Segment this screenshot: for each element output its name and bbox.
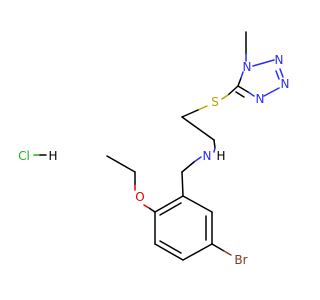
ethoxy-group xyxy=(106,155,156,213)
atom-amine-n: N xyxy=(203,149,212,163)
molecule-canvas: N N N N S N H O Br Cl H xyxy=(18,31,289,267)
bond-ring-br xyxy=(211,243,225,252)
benzene-ring xyxy=(154,195,213,261)
bond-ch2-n xyxy=(213,139,216,149)
atom-n4: N xyxy=(256,92,265,106)
bond-n2-n3-double xyxy=(275,70,280,80)
bond-ring-o xyxy=(148,207,156,213)
atom-labels: N N N N S N H O Br Cl H xyxy=(18,53,289,267)
bond-ring-br-br xyxy=(223,250,232,256)
atom-bromine: Br xyxy=(234,253,247,267)
bond-ring-o-o xyxy=(143,204,150,209)
molecule-structure: N N N N S N H O Br Cl H xyxy=(18,31,289,267)
bond-c5-s xyxy=(227,85,239,96)
atom-amine-h: H xyxy=(216,149,225,163)
bond-c5-n1-n xyxy=(240,71,244,79)
bond-s-ch2 xyxy=(181,109,199,118)
bond-n3-n4 xyxy=(263,87,280,97)
bond-ch2-ch3 xyxy=(106,155,136,173)
atom-chlorine: Cl xyxy=(18,149,30,163)
atom-n3: N xyxy=(281,77,290,91)
bond-n4-c5-double xyxy=(235,91,245,98)
bond-n-ch2 xyxy=(181,161,195,173)
bond-ch2-n-n xyxy=(213,147,216,153)
atom-n1: N xyxy=(243,60,252,74)
tetrazole-ring xyxy=(235,31,284,98)
atom-oxygen: O xyxy=(135,190,144,204)
ring-bond-4 xyxy=(154,243,184,261)
bromo-group xyxy=(211,243,232,256)
ring-bond-6 xyxy=(154,195,184,213)
ring-bond-4-double xyxy=(159,240,182,254)
atom-sulfur: S xyxy=(211,95,219,109)
thioethyl-chain xyxy=(181,85,239,153)
ring-bond-6-double xyxy=(159,202,182,216)
bond-n-ch2-n xyxy=(193,156,202,163)
atom-n2: N xyxy=(275,53,284,67)
bond-ch2-ch2 xyxy=(181,116,215,141)
ring-bond-3 xyxy=(182,243,213,261)
bond-n4-c5 xyxy=(237,85,249,93)
bond-ch2-ring xyxy=(181,171,184,197)
bond-s-ch2-s xyxy=(197,105,208,111)
bond-n1-n2 xyxy=(252,59,275,67)
ring-bond-1 xyxy=(182,195,213,213)
bond-c5-s-s xyxy=(221,94,229,100)
atom-hcl-h: H xyxy=(48,149,57,163)
bond-n4-c5-n xyxy=(247,91,255,97)
benzyl-linker xyxy=(181,156,202,197)
bond-c5-n1 xyxy=(237,77,242,87)
bond-n2-n3 xyxy=(279,68,284,78)
